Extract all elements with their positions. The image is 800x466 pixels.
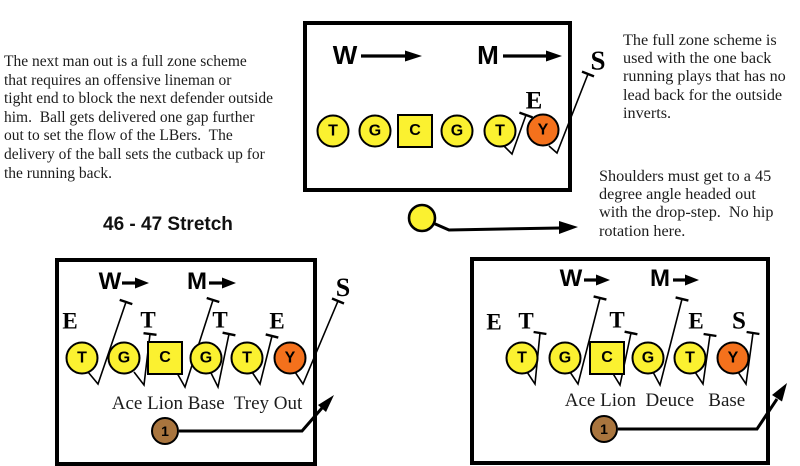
lineman-marker-G: G — [631, 341, 665, 375]
lineman-marker-T: T — [483, 114, 517, 148]
left-end-label: E — [269, 308, 285, 334]
right-mike-arrow — [673, 274, 699, 286]
top-strong-safety-label: S — [590, 45, 606, 76]
tight-end-marker-Y: Y — [716, 341, 750, 375]
left-ball-carrier-marker: 1 — [151, 417, 179, 445]
lineman-marker-G: G — [440, 114, 474, 148]
right-end-label: E — [688, 308, 704, 334]
right-mike-label: M — [650, 265, 670, 292]
left-will-arrow — [122, 277, 149, 289]
lineman-marker-T: T — [673, 341, 707, 375]
lineman-marker-T: T — [505, 341, 539, 375]
intro-text: The next man out is a full zone scheme t… — [4, 53, 274, 182]
top-end-label: E — [525, 87, 543, 115]
top-block-line-Y-to-S — [548, 70, 595, 155]
left-block-lines — [87, 296, 345, 390]
right-tackle-defender-label: T — [518, 308, 534, 334]
top-will-arrow — [361, 50, 422, 62]
center-marker-C: C — [147, 341, 183, 375]
top-formation-box — [303, 21, 572, 192]
lineman-marker-G: G — [107, 341, 141, 375]
right-will-label: W — [559, 265, 583, 292]
left-mike-label: M — [187, 268, 207, 295]
running-back-ball — [407, 203, 437, 233]
left-will-label: W — [98, 268, 122, 295]
left-mike-arrow — [209, 277, 236, 289]
lineman-marker-G: G — [548, 341, 582, 375]
center-marker-C: C — [397, 114, 433, 148]
running-back-path-arrow — [432, 221, 578, 234]
right-tackle-defender-label: T — [609, 307, 625, 333]
playbook-page: The next man out is a full zone scheme t… — [4, 21, 787, 466]
right-run-path-arrow — [618, 383, 787, 431]
left-tackle-defender-label: T — [140, 307, 156, 333]
right-strong-safety-label: S — [732, 307, 746, 335]
center-marker-C: C — [589, 341, 625, 375]
left-play-call: Ace Lion Base Trey Out — [111, 393, 303, 414]
right-ball-carrier-marker: 1 — [590, 415, 618, 443]
lineman-marker-G: G — [358, 114, 392, 148]
drop-step-note: Shoulders must get to a 45 degree angle … — [599, 167, 774, 240]
top-mike-label: M — [477, 40, 499, 70]
left-tackle-defender-label: T — [212, 307, 228, 333]
zone-scheme-note: The full zone scheme is used with the on… — [623, 31, 786, 122]
top-will-label: W — [332, 40, 358, 70]
top-block-line-T-to-E — [503, 111, 534, 156]
right-end-label: E — [486, 309, 502, 335]
right-will-arrow — [584, 274, 610, 286]
lineman-marker-T: T — [230, 341, 264, 375]
left-strong-safety-label: S — [335, 273, 351, 302]
play-lines-overlay — [87, 50, 787, 433]
left-run-path-arrow — [179, 395, 334, 433]
tight-end-marker-Y: Y — [526, 113, 560, 147]
play-title: 46 - 47 Stretch — [103, 214, 233, 235]
right-block-lines — [526, 295, 760, 388]
left-end-label: E — [62, 308, 78, 334]
lineman-marker-T: T — [65, 341, 99, 375]
lineman-marker-T: T — [316, 114, 350, 148]
top-mike-arrow — [503, 50, 562, 62]
right-play-call: Ace Lion Deuce Base — [564, 390, 746, 411]
lineman-marker-G: G — [189, 341, 223, 375]
tight-end-marker-Y: Y — [273, 341, 307, 375]
